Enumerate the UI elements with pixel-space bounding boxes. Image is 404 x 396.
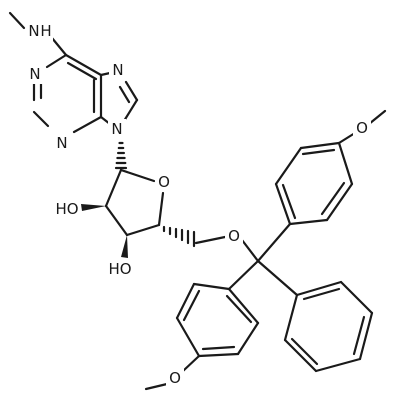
bond-r1-a <box>288 218 329 226</box>
atom-n3-label: N <box>56 134 67 152</box>
bond-r3-f <box>295 280 343 297</box>
atom-n-methylamino-h: H <box>40 22 51 40</box>
bond-c4prime-c5prime-hashed <box>162 225 196 248</box>
bond-ctrityl-ring1 <box>256 222 292 263</box>
bonds <box>8 11 387 391</box>
bond-c6-c5 <box>64 53 103 77</box>
bond-n9-c1prime-hashed <box>114 141 128 170</box>
bond-r3-b-inner <box>290 337 319 366</box>
bond-r2-o <box>181 354 201 373</box>
bond-c4prime-c3prime <box>125 223 161 237</box>
atom-ring-oxygen: O <box>155 172 173 192</box>
atom-methoxy-oxygen-top: O <box>353 118 371 138</box>
bond-r1-f-inner <box>281 183 297 220</box>
bond-r3-b <box>283 338 318 373</box>
atom-methoxy-oxygen-top-label: O <box>356 119 368 137</box>
atom-n9-label: N <box>111 120 122 138</box>
bond-r2-c <box>175 316 201 358</box>
atom-n7-label: N <box>112 61 123 79</box>
bond-r1-f <box>274 182 292 226</box>
atom-hydroxyl-2: HO <box>53 199 81 219</box>
atom-n9: N <box>108 119 126 139</box>
bond-r1-d-inner <box>301 148 336 156</box>
atom-n7: N <box>109 60 127 80</box>
bond-r2-e <box>236 321 260 356</box>
bond-c5prime-o <box>194 235 227 245</box>
bond-r1-c <box>337 141 354 186</box>
bond-r1-b-inner <box>320 181 346 216</box>
bond-c2-n3 <box>32 110 50 128</box>
bond-r2-b <box>175 282 196 320</box>
bond-r1-e <box>274 146 303 186</box>
bond-n3-c4 <box>72 115 103 134</box>
atom-methoxy-oxygen-bottom-label: O <box>169 369 181 387</box>
bond-r3-e <box>339 280 374 315</box>
bond-r2-b-inner <box>182 289 201 322</box>
atom-methoxy-oxygen-bottom: O <box>166 368 184 388</box>
bond-nh-c6 <box>50 36 68 57</box>
bond-ctrityl-ring3 <box>256 259 299 297</box>
bond-r1-b <box>325 182 354 222</box>
bond-n7-c8 <box>124 80 139 102</box>
atom-hydroxyl-3: HO <box>106 259 134 279</box>
bond-r3-d <box>358 311 374 361</box>
bond-r1-o <box>337 131 357 145</box>
atom-ether-oxygen-label: O <box>228 227 240 245</box>
atom-ring-oxygen-label: O <box>158 173 170 191</box>
bond-c3prime-c2prime <box>104 204 129 237</box>
bond-r1-d <box>299 141 341 150</box>
bond-c6-n1 <box>45 53 68 69</box>
bond-o-ctrityl <box>240 238 260 263</box>
bond-methyl-nh <box>8 11 26 30</box>
bond-r3-d-inner <box>352 315 366 356</box>
atom-hydroxyl-2-label: HO <box>55 200 78 218</box>
bond-r2-f-inner <box>225 294 253 324</box>
bond-r3-a <box>283 293 299 342</box>
bond-r2-f <box>227 287 260 325</box>
bond-o-ch3-bottom <box>144 382 169 391</box>
bond-n7-c8-inner <box>118 85 131 104</box>
atom-n-methylamino-n: N <box>28 22 39 40</box>
bond-c2prime-oh-wedge <box>81 204 106 211</box>
bond-ctrityl-ring2 <box>227 259 260 291</box>
bond-c5-n7 <box>99 71 112 77</box>
bond-c3prime-oh-wedge <box>121 235 128 258</box>
bond-r2-a <box>192 282 231 291</box>
bond-r3-c <box>314 357 362 373</box>
bond-o4prime-c4prime <box>157 191 165 227</box>
bond-r3-f-inner <box>302 287 341 301</box>
bond-c8-n9 <box>122 98 139 123</box>
atom-hydroxyl-3-label: HO <box>108 260 131 278</box>
atom-labels: N H N N N N O HO HO <box>26 19 371 388</box>
bond-c2prime-c1prime <box>104 168 123 208</box>
atom-n1-label: N <box>29 65 40 83</box>
bond-o-ch3-top <box>367 109 387 126</box>
atom-n1: N <box>26 64 44 84</box>
bond-c1prime-o4prime <box>119 168 156 183</box>
atom-ether-oxygen: O <box>225 226 243 246</box>
bond-r2-d-inner <box>201 345 236 351</box>
bond-r2-d <box>197 352 240 358</box>
atom-n-methylamino: N H <box>27 19 53 41</box>
atom-n3: N <box>53 133 71 153</box>
bond-c6-c5-inner <box>66 61 98 81</box>
